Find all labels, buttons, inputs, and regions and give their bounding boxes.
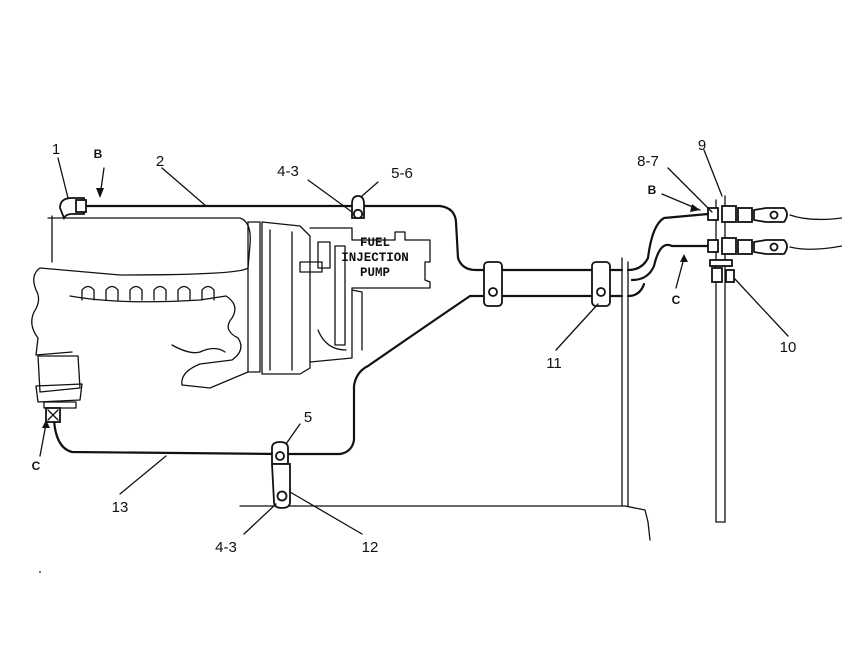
callout-2: 2 — [156, 153, 164, 170]
callout-8-7: 8-7 — [637, 153, 659, 170]
bulkhead-fittings — [707, 205, 842, 283]
callout-11: 11 — [546, 355, 562, 372]
fuel-line-13 — [52, 282, 646, 456]
fuel-injection-pump: FUEL INJECTION PUMP — [247, 221, 431, 375]
fuel-line-2 — [80, 204, 710, 282]
callout-5-6: 5-6 — [391, 165, 413, 182]
letter-b-left: B — [94, 147, 103, 161]
callout-9: 9 — [698, 137, 706, 154]
letter-c-right: C — [672, 293, 681, 307]
callout-5-bottom: 5 — [304, 409, 312, 426]
lower-fitting — [45, 407, 61, 423]
callout-labels: 1 2 4-3 5-6 8-7 9 10 11 5 4-3 12 13 B B … — [32, 137, 797, 556]
callout-10: 10 — [780, 339, 797, 356]
clamp-lower — [271, 441, 291, 509]
leader-lines — [39, 149, 789, 535]
scan-speck — [39, 571, 41, 573]
callout-4-3-top: 4-3 — [277, 163, 299, 180]
pump-label-line-2: INJECTION — [341, 251, 409, 265]
pump-label-line-1: FUEL — [360, 236, 390, 250]
callout-12: 12 — [362, 539, 379, 556]
callout-13: 13 — [112, 499, 129, 516]
callout-1: 1 — [52, 141, 60, 158]
elbow-fitting-1 — [59, 197, 87, 221]
engine-block — [31, 215, 251, 409]
clamp-upper — [351, 195, 365, 220]
letter-b-right: B — [648, 183, 657, 197]
letter-c-left: C — [32, 459, 41, 473]
pump-label-line-3: PUMP — [360, 266, 390, 280]
tube-support-blocks — [483, 261, 611, 307]
frame-members — [239, 195, 726, 541]
callout-4-3-bottom: 4-3 — [215, 539, 237, 556]
